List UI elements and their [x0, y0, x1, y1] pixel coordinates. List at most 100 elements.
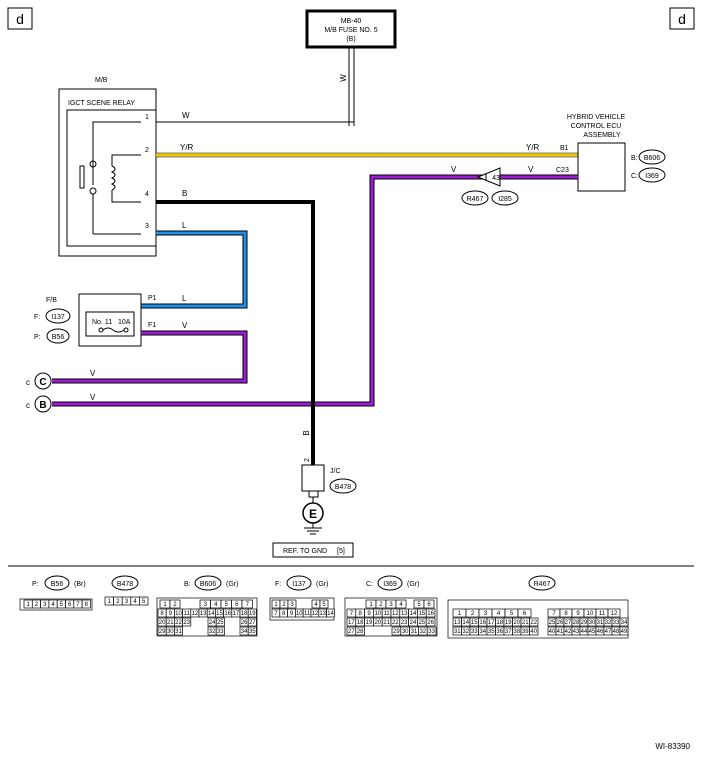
corner-label-left: d [16, 11, 24, 27]
svg-text:33: 33 [217, 629, 224, 635]
svg-text:27: 27 [565, 620, 572, 626]
wire-label-l-relay: L [182, 221, 187, 230]
offpage-b-symbol: B [39, 400, 46, 411]
mb-pin-1: 1 [145, 114, 149, 121]
svg-text:18: 18 [496, 620, 503, 626]
svg-text:1: 1 [274, 602, 278, 608]
svg-text:44: 44 [581, 629, 588, 635]
svg-text:21: 21 [522, 620, 529, 626]
svg-text:32: 32 [462, 629, 469, 635]
svg-text:13: 13 [454, 620, 461, 626]
fb-p-conn: B56 [52, 334, 65, 341]
mb-pin-3: 3 [145, 223, 149, 230]
svg-text:33: 33 [471, 629, 478, 635]
svg-text:27: 27 [348, 629, 355, 635]
svg-text:48: 48 [613, 629, 620, 635]
svg-text:36: 36 [496, 629, 503, 635]
joint-conn2: I285 [498, 196, 512, 203]
jc-pin-2: 2 [304, 458, 311, 462]
svg-text:31: 31 [411, 629, 418, 635]
svg-text:49: 49 [621, 629, 628, 635]
svg-text:8: 8 [564, 611, 568, 617]
svg-text:9: 9 [576, 611, 580, 617]
svg-text:(Gr): (Gr) [226, 581, 238, 588]
svg-text:28: 28 [357, 629, 364, 635]
svg-text:C:: C: [366, 581, 373, 588]
svg-text:41: 41 [557, 629, 564, 635]
svg-text:1: 1 [369, 602, 373, 608]
svg-text:7: 7 [76, 602, 80, 608]
svg-text:9: 9 [290, 611, 294, 617]
svg-text:10: 10 [587, 611, 594, 617]
wire-label-yr-right: Y/R [526, 143, 540, 152]
svg-text:12: 12 [192, 611, 199, 617]
svg-text:23: 23 [401, 620, 408, 626]
svg-text:17: 17 [488, 620, 495, 626]
svg-text:22: 22 [530, 620, 537, 626]
svg-text:2: 2 [282, 602, 286, 608]
svg-text:24: 24 [209, 620, 216, 626]
svg-text:32: 32 [209, 629, 216, 635]
svg-text:B606: B606 [200, 581, 216, 588]
svg-text:42: 42 [565, 629, 572, 635]
fuse-line2: M/B FUSE NO. 5 [324, 27, 377, 34]
svg-text:33: 33 [428, 629, 435, 635]
relay-contact-icon [79, 121, 141, 235]
svg-text:28: 28 [573, 620, 580, 626]
svg-text:15: 15 [471, 620, 478, 626]
svg-text:25: 25 [549, 620, 556, 626]
relay-name: IGCT SCENE RELAY [68, 100, 135, 107]
svg-text:21: 21 [383, 620, 390, 626]
svg-text:16: 16 [224, 611, 231, 617]
svg-text:9: 9 [169, 611, 173, 617]
svg-text:4: 4 [133, 599, 137, 605]
relay-coil-icon [110, 154, 141, 203]
svg-text:12: 12 [312, 611, 319, 617]
svg-text:14: 14 [410, 611, 417, 617]
wire-label-v-fb: V [182, 321, 188, 330]
svg-text:2: 2 [471, 611, 475, 617]
svg-text:1: 1 [163, 602, 167, 608]
wire-label-w-vertical: W [339, 74, 348, 82]
svg-text:15: 15 [418, 611, 425, 617]
svg-text:32: 32 [605, 620, 612, 626]
svg-text:32: 32 [419, 629, 426, 635]
svg-text:17: 17 [233, 611, 240, 617]
svg-text:P:: P: [32, 581, 39, 588]
svg-text:37: 37 [505, 629, 512, 635]
svg-text:(Br): (Br) [74, 581, 86, 588]
svg-text:11: 11 [383, 611, 390, 617]
wire-label-l-fb: L [182, 294, 187, 303]
mb-pin-4: 4 [145, 191, 149, 198]
wire-label-v-c: V [90, 369, 96, 378]
svg-text:18: 18 [241, 611, 248, 617]
svg-text:30: 30 [402, 629, 409, 635]
svg-text:3: 3 [43, 602, 47, 608]
svg-text:11: 11 [599, 611, 606, 617]
offpage-c-letter: c [26, 378, 30, 387]
svg-text:12: 12 [611, 611, 618, 617]
joint-number: 43 [492, 175, 500, 182]
svg-text:8: 8 [359, 611, 363, 617]
connector-view-b56-label: P: B56 (Br) [32, 575, 86, 591]
svg-text:14: 14 [208, 611, 215, 617]
joint-connector: 43 R467 I285 [461, 167, 519, 206]
svg-text:24: 24 [410, 620, 417, 626]
svg-text:5: 5 [60, 602, 64, 608]
fb-label: F/B [46, 297, 57, 304]
svg-text:R467: R467 [534, 581, 551, 588]
svg-text:5: 5 [510, 611, 514, 617]
svg-text:47: 47 [605, 629, 612, 635]
svg-text:5: 5 [225, 602, 229, 608]
connector-view-i137-label: F: I137 (Gr) [275, 575, 328, 591]
mb-pin-2: 2 [145, 147, 149, 154]
ground-symbol: E [309, 507, 317, 521]
svg-text:8: 8 [85, 602, 89, 608]
ref-page: [5] [337, 548, 345, 555]
svg-text:35: 35 [488, 629, 495, 635]
svg-text:3: 3 [204, 602, 208, 608]
svg-text:13: 13 [319, 611, 326, 617]
svg-text:3: 3 [389, 602, 393, 608]
